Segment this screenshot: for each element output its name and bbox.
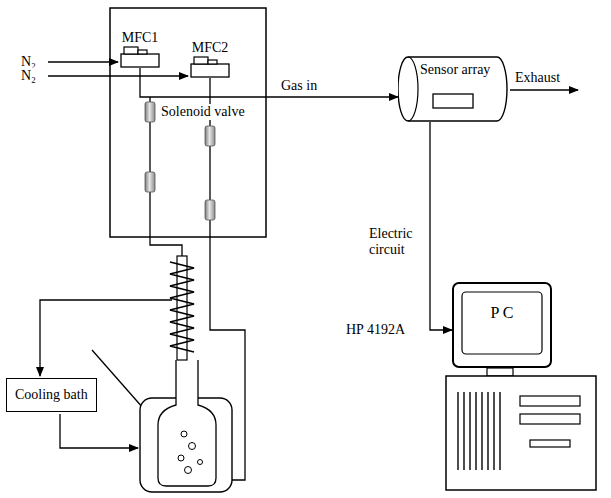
bubble <box>198 460 203 465</box>
mfc-head <box>194 57 208 64</box>
case-vents <box>458 392 500 470</box>
mfc-head <box>124 47 138 54</box>
gas-panel <box>110 8 266 237</box>
solenoid-valve <box>145 172 155 192</box>
computer-monitor: P C <box>452 282 552 368</box>
gas-label: N₂ <box>20 68 37 84</box>
solenoid-valve <box>205 200 215 220</box>
bubbler <box>140 256 232 492</box>
mfc-icon <box>120 46 160 68</box>
node-label: Sensor array <box>420 62 490 78</box>
drive-slot <box>530 440 570 447</box>
mfc-body <box>121 54 159 67</box>
drive-slot <box>520 414 580 424</box>
exhaust-line <box>510 89 578 90</box>
mfc-step <box>138 50 147 54</box>
mfc-body <box>191 64 229 77</box>
monitor-screen <box>462 292 542 354</box>
node-label: MFC1 <box>122 30 159 46</box>
n2-inlet-line <box>48 61 118 62</box>
signal-label: Electric circuit <box>368 226 426 258</box>
connector <box>430 122 452 330</box>
mass-flow-controller: MFC1 <box>120 30 160 68</box>
monitor-outline <box>452 282 552 368</box>
node-label: P C <box>491 304 514 322</box>
n2-inlet-line <box>48 75 188 76</box>
outlet-label: Exhaust <box>514 70 561 86</box>
solenoid-valve <box>205 126 215 146</box>
mfc-icon <box>190 56 230 78</box>
vent-stroke <box>469 392 470 470</box>
coil-winding <box>170 262 194 352</box>
vent-stroke <box>457 392 458 470</box>
bubble <box>189 443 196 450</box>
sensor-chamber: Sensor array <box>398 56 508 122</box>
sensor-element <box>433 94 473 108</box>
bubble <box>185 467 192 474</box>
coolant-line <box>60 414 138 448</box>
computer-case <box>446 376 596 490</box>
part-label: Solenoid valve <box>160 104 246 120</box>
cylinder-end <box>408 57 418 121</box>
bubble <box>178 455 184 461</box>
mfc-step <box>208 60 217 64</box>
connector <box>140 68 398 97</box>
vent-stroke <box>463 392 464 470</box>
condenser-coil <box>170 262 194 352</box>
cooling-bath-box: Cooling bath <box>6 378 97 412</box>
connector-label: Gas in <box>280 78 318 94</box>
vent-stroke <box>481 392 482 470</box>
node-label: MFC2 <box>192 40 229 56</box>
cylinder-body <box>398 57 507 121</box>
monitor-frame <box>453 283 551 367</box>
drive-slot <box>520 396 580 406</box>
monitor-stand <box>487 368 513 376</box>
instrument-label: HP 4192A <box>345 322 406 338</box>
bubbler-flask <box>158 360 216 486</box>
vent-stroke <box>499 392 500 470</box>
mass-flow-controller: MFC2 <box>190 40 230 78</box>
vent-stroke <box>475 392 476 470</box>
vent-stroke <box>487 392 488 470</box>
coolant-line <box>40 300 172 376</box>
node-label: Cooling bath <box>15 387 88 403</box>
solenoid-valve <box>145 102 155 122</box>
computer <box>446 368 596 490</box>
bubble <box>181 431 187 437</box>
bubbles <box>178 431 203 474</box>
vent-stroke <box>493 392 494 470</box>
